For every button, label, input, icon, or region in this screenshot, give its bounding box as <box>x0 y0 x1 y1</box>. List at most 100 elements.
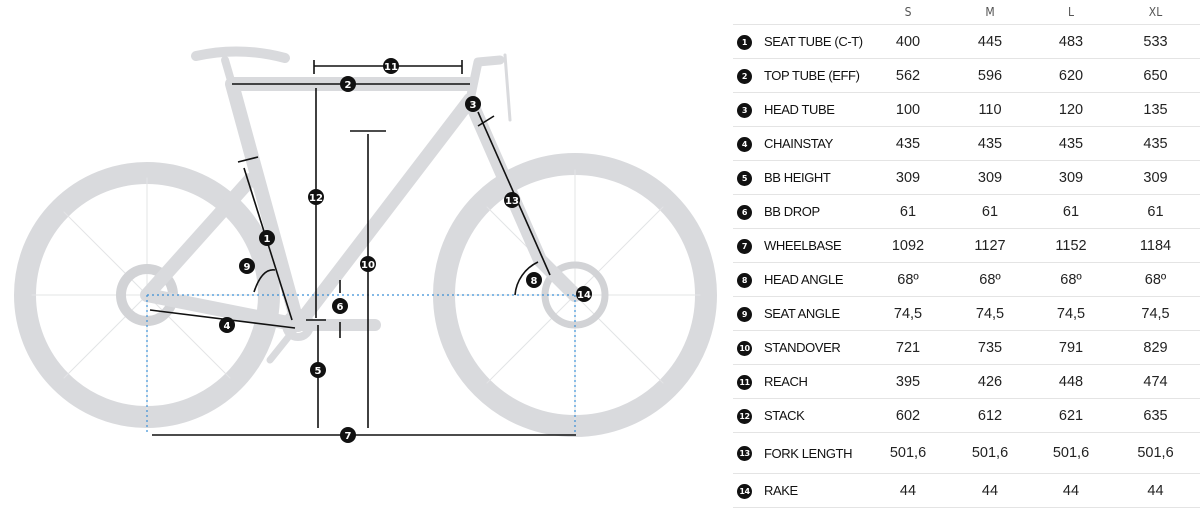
measurement-name: TOP TUBE (EFF) <box>764 68 860 84</box>
measurement-label: 2 TOP TUBE (EFF) <box>733 58 867 93</box>
value-cell: 533 <box>1111 24 1200 59</box>
marker-11: 11 <box>383 58 399 74</box>
value-cell: 501,6 <box>867 432 949 474</box>
row-number-badge: 13 <box>737 446 752 462</box>
value-cell: 100 <box>867 92 949 127</box>
value-cell: 309 <box>1111 160 1200 195</box>
row-number-badge: 9 <box>737 306 752 322</box>
value-cell: 68º <box>949 262 1031 297</box>
row-number-badge: 6 <box>737 204 752 220</box>
value-cell: 61 <box>949 194 1031 229</box>
value-cell: 61 <box>1111 194 1200 229</box>
measurement-label: 7 WHEELBASE <box>733 228 867 263</box>
value-cell: 74,5 <box>949 296 1031 331</box>
value-cell: 435 <box>1111 126 1200 161</box>
size-header-s: S <box>867 0 949 25</box>
value-cell: 1184 <box>1111 228 1200 263</box>
value-cell: 501,6 <box>1031 432 1111 474</box>
marker-8: 8 <box>526 272 542 288</box>
marker-12: 12 <box>308 189 324 205</box>
size-header-m: M <box>949 0 1031 25</box>
row-number-badge: 7 <box>737 238 752 254</box>
marker-3: 3 <box>465 96 481 112</box>
value-cell: 650 <box>1111 58 1200 93</box>
marker-6: 6 <box>332 298 348 314</box>
size-header-row: S M L XL <box>733 0 1200 25</box>
value-cell: 44 <box>949 473 1031 508</box>
size-header-l: L <box>1031 0 1111 25</box>
svg-text:10: 10 <box>361 260 375 271</box>
value-cell: 620 <box>1031 58 1111 93</box>
measurement-label: 6 BB DROP <box>733 194 867 229</box>
measurement-name: SEAT TUBE (C-T) <box>764 34 863 50</box>
value-cell: 635 <box>1111 398 1200 433</box>
marker-1: 1 <box>259 230 275 246</box>
value-cell: 596 <box>949 58 1031 93</box>
value-cell: 120 <box>1031 92 1111 127</box>
row-number-badge: 11 <box>737 374 752 390</box>
value-cell: 44 <box>867 473 949 508</box>
marker-2: 2 <box>340 76 356 92</box>
value-cell: 110 <box>949 92 1031 127</box>
value-cell: 829 <box>1111 330 1200 365</box>
measurement-name: BB HEIGHT <box>764 170 831 186</box>
value-cell: 501,6 <box>949 432 1031 474</box>
measurement-name: BB DROP <box>764 204 820 220</box>
value-cell: 435 <box>867 126 949 161</box>
value-cell: 612 <box>949 398 1031 433</box>
value-cell: 135 <box>1111 92 1200 127</box>
value-cell: 435 <box>1031 126 1111 161</box>
value-cell: 44 <box>1111 473 1200 508</box>
value-cell: 1092 <box>867 228 949 263</box>
measurement-name: HEAD TUBE <box>764 102 835 118</box>
marker-4: 4 <box>219 317 235 333</box>
value-cell: 309 <box>949 160 1031 195</box>
bike-geometry-diagram: 1 2 3 4 5 6 7 8 9 10 11 12 13 14 <box>14 46 717 443</box>
row-number-badge: 2 <box>737 68 752 84</box>
value-cell: 61 <box>867 194 949 229</box>
reference-guides <box>146 294 576 432</box>
value-cell: 791 <box>1031 330 1111 365</box>
value-cell: 400 <box>867 24 949 59</box>
svg-text:11: 11 <box>384 62 398 73</box>
value-cell: 74,5 <box>1031 296 1111 331</box>
measurement-name: WHEELBASE <box>764 238 842 254</box>
value-cell: 395 <box>867 364 949 399</box>
value-cell: 435 <box>949 126 1031 161</box>
value-cell: 602 <box>867 398 949 433</box>
svg-text:4: 4 <box>224 321 231 332</box>
fork <box>463 93 582 302</box>
svg-text:12: 12 <box>309 193 323 204</box>
row-number-badge: 14 <box>737 483 752 499</box>
value-cell: 426 <box>949 364 1031 399</box>
marker-9: 9 <box>239 258 255 274</box>
marker-5: 5 <box>310 362 326 378</box>
svg-text:14: 14 <box>577 290 591 301</box>
value-cell: 68º <box>867 262 949 297</box>
marker-13: 13 <box>504 192 520 208</box>
value-cell: 1127 <box>949 228 1031 263</box>
value-cell: 721 <box>867 330 949 365</box>
measurement-name: STANDOVER <box>764 340 841 356</box>
frame <box>140 77 477 332</box>
marker-7: 7 <box>340 427 356 443</box>
size-header-xl: XL <box>1111 0 1200 25</box>
row-number-badge: 4 <box>737 136 752 152</box>
value-cell: 68º <box>1111 262 1200 297</box>
